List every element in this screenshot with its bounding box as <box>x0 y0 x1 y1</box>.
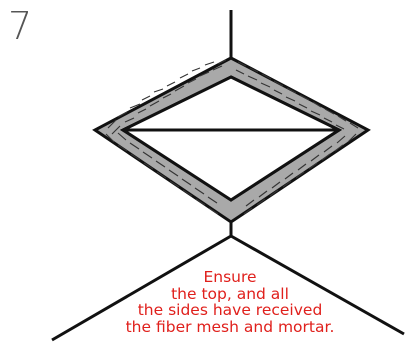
inner-box <box>123 77 339 200</box>
instruction-line-4: the fiber mesh and mortar. <box>100 319 360 336</box>
instruction-line-3: the sides have received <box>100 302 360 319</box>
instruction-line-2: the top, and all <box>100 286 360 303</box>
instruction-text: Ensure the top, and all the sides have r… <box>100 269 360 335</box>
instruction-line-1: Ensure <box>100 269 360 286</box>
